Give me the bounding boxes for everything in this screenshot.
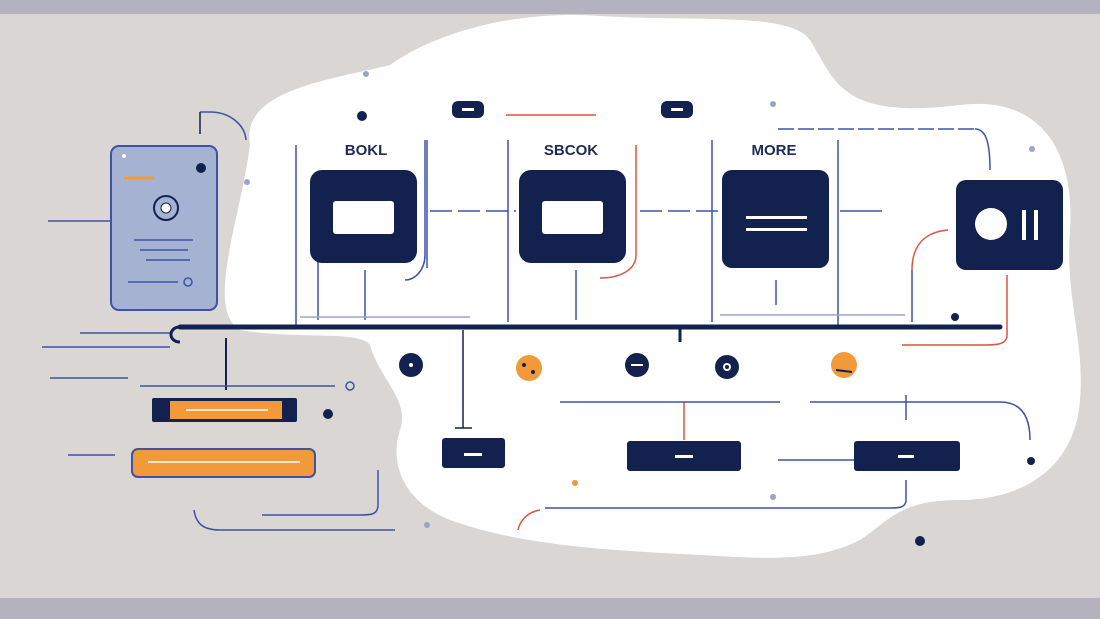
- timeline-node-5[interactable]: [831, 352, 857, 378]
- timeline-bar: [169, 313, 1003, 344]
- card-sbcok[interactable]: [519, 170, 626, 263]
- card-connectors: [404, 140, 882, 281]
- window-icon: [333, 201, 394, 234]
- timeline-node-1[interactable]: [399, 353, 423, 377]
- menu-lines-icon: [746, 216, 807, 231]
- lower-pill-3[interactable]: [854, 441, 960, 471]
- bottom-band: [0, 598, 1100, 619]
- top-band: [0, 0, 1100, 14]
- red-connectors: [517, 145, 1008, 531]
- column-label-sbcok: SBCOK: [544, 142, 598, 159]
- left-connectors: [42, 111, 395, 531]
- mobile-device-icon: [153, 195, 179, 221]
- timeline-node-2[interactable]: [516, 355, 542, 381]
- column-label-more: MORE: [752, 142, 797, 159]
- background-blob: [224, 14, 1081, 558]
- lower-connectors: [455, 330, 1031, 509]
- phone-card: [110, 145, 218, 311]
- card-media[interactable]: [956, 180, 1063, 270]
- timeline-node-3[interactable]: [625, 353, 649, 377]
- record-pause-icon: [975, 208, 1038, 240]
- decorative-dots: [244, 71, 1035, 546]
- lower-pill-1[interactable]: [442, 438, 505, 468]
- progress-bar-1: [152, 398, 297, 422]
- lower-pill-2[interactable]: [627, 441, 741, 471]
- window-icon: [542, 201, 603, 234]
- card-bokl[interactable]: [310, 170, 417, 263]
- card-more[interactable]: [722, 170, 829, 268]
- timeline-node-4[interactable]: [715, 355, 739, 379]
- vertical-guides: [295, 140, 913, 325]
- progress-bar-2: [131, 448, 316, 478]
- column-label-bokl: BOKL: [345, 142, 388, 159]
